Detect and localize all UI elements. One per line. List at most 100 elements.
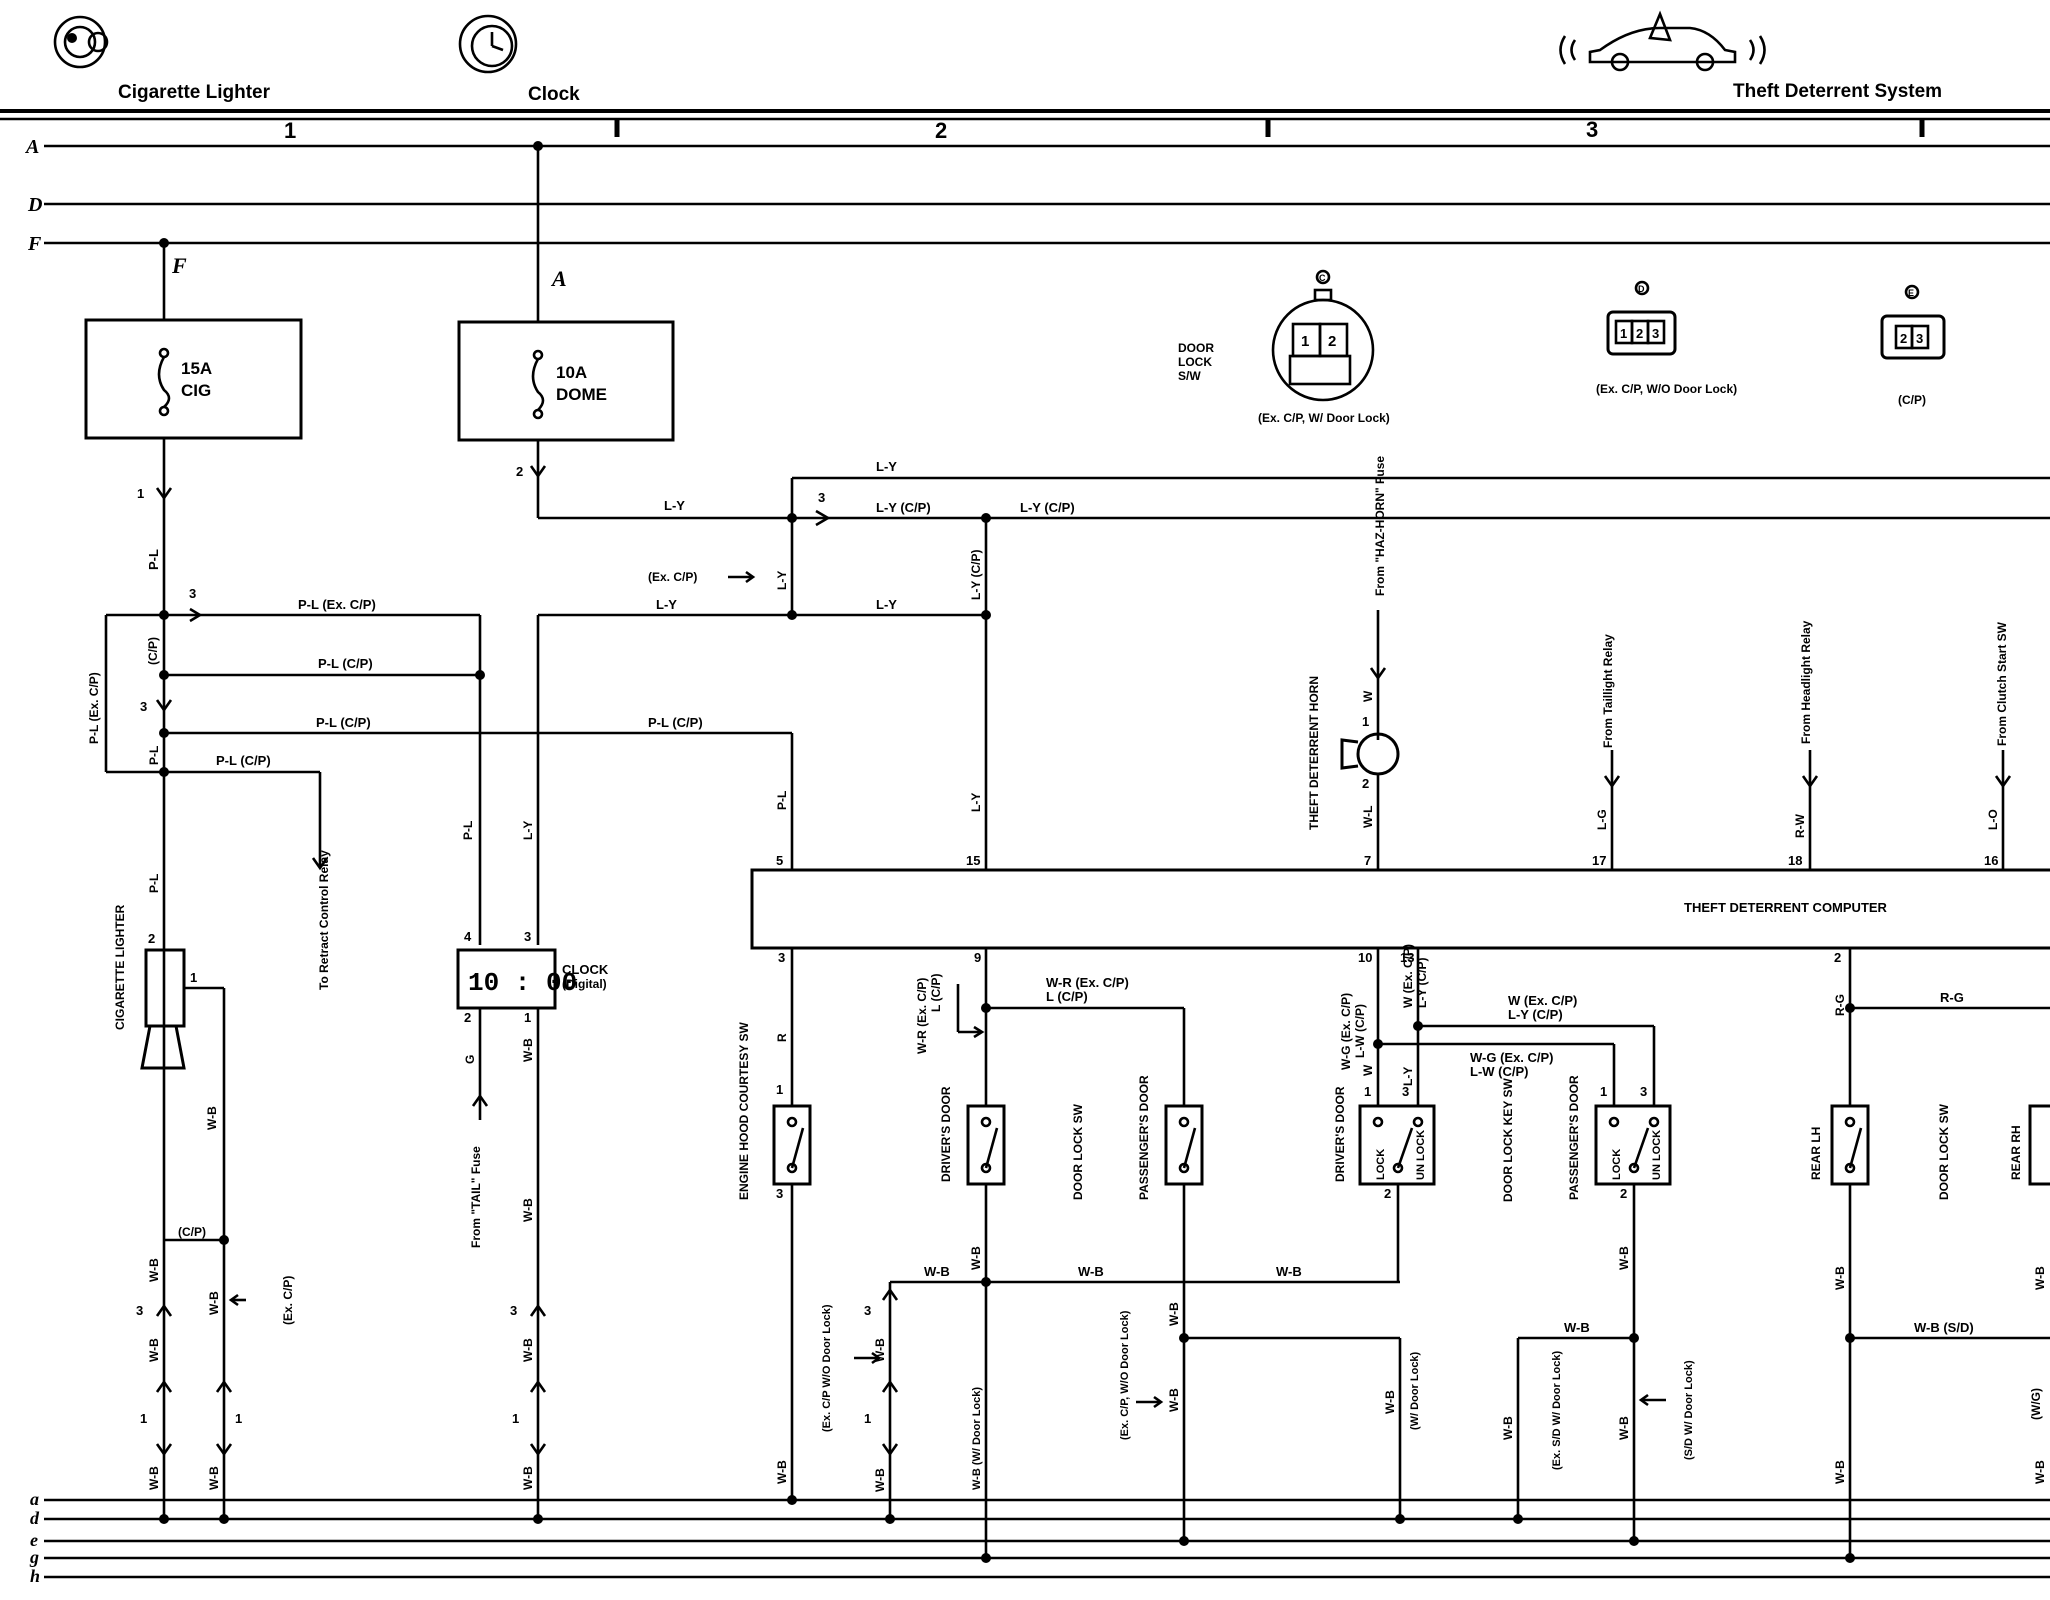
fuse-dome-name: DOME [556, 385, 607, 404]
svg-text:UN LOCK: UN LOCK [1651, 1130, 1663, 1180]
svg-text:L-O: L-O [1986, 809, 2000, 830]
connector-d-note: (Ex. C/P, W/O Door Lock) [1596, 382, 1737, 396]
bus-h-bottom-label: h [30, 1566, 40, 1586]
svg-text:(C/P): (C/P) [146, 637, 160, 665]
svg-text:2: 2 [516, 464, 523, 479]
bus-d-bottom-label: d [30, 1508, 40, 1528]
svg-text:3: 3 [1652, 326, 1659, 341]
cigarette-lighter-icon [53, 15, 109, 69]
svg-text:3: 3 [136, 1303, 143, 1318]
svg-text:L-G: L-G [1595, 809, 1609, 830]
svg-text:L-Y: L-Y [775, 571, 789, 590]
svg-text:(Ex. C/P): (Ex. C/P) [648, 570, 697, 584]
svg-text:W-B: W-B [1078, 1264, 1104, 1279]
svg-text:2: 2 [1636, 326, 1643, 341]
svg-text:L-Y (C/P): L-Y (C/P) [1508, 1007, 1563, 1022]
svg-text:2: 2 [1834, 950, 1841, 965]
svg-text:2: 2 [464, 1010, 471, 1025]
svg-text:2: 2 [1384, 1186, 1391, 1201]
svg-text:1: 1 [1301, 333, 1309, 350]
svg-text:1: 1 [1620, 326, 1627, 341]
svg-text:W-B: W-B [1276, 1264, 1302, 1279]
svg-text:P-L (C/P): P-L (C/P) [316, 715, 371, 730]
connector-c-note: (Ex. C/P, W/ Door Lock) [1258, 411, 1390, 425]
svg-text:E: E [1908, 288, 1914, 298]
svg-text:(S/D W/ Door Lock): (S/D W/ Door Lock) [1683, 1360, 1695, 1460]
svg-text:15: 15 [966, 853, 980, 868]
tail-fuse-label: From "TAIL" Fuse [469, 1146, 483, 1248]
svg-text:C: C [1319, 273, 1326, 283]
svg-text:16: 16 [1984, 853, 1998, 868]
svg-text:3: 3 [864, 1303, 871, 1318]
connector-d: D 1 2 3 [1606, 280, 1677, 356]
svg-text:P-L: P-L [147, 874, 161, 893]
bus-a-label: A [24, 136, 39, 158]
svg-text:P-L: P-L [461, 821, 475, 840]
column-3: 3 [1586, 117, 1598, 142]
svg-text:W-B: W-B [1833, 1460, 1847, 1484]
svg-text:W-B: W-B [1383, 1390, 1397, 1414]
engine-hood-label: ENGINE HOOD COURTESY SW [737, 1022, 751, 1200]
fuse-dome-box [457, 320, 675, 442]
svg-text:REAR LH: REAR LH [1809, 1127, 1823, 1180]
svg-text:DRIVER'S DOOR: DRIVER'S DOOR [939, 1086, 953, 1182]
svg-text:1: 1 [524, 1010, 531, 1025]
svg-text:L-Y (C/P): L-Y (C/P) [876, 500, 931, 515]
svg-text:L (C/P): L (C/P) [929, 974, 943, 1012]
svg-text:2: 2 [1900, 331, 1907, 346]
svg-text:DOOR LOCK SW: DOOR LOCK SW [1937, 1103, 1951, 1200]
fuse-cig-amp: 15A [181, 359, 212, 378]
fuse-cig-name: CIG [181, 381, 211, 400]
svg-text:W-G (Ex. C/P): W-G (Ex. C/P) [1339, 993, 1353, 1070]
svg-text:W-B: W-B [147, 1338, 161, 1362]
svg-text:L-Y: L-Y [1401, 1067, 1415, 1086]
svg-text:W-B: W-B [2033, 1266, 2047, 1290]
svg-text:4: 4 [464, 929, 472, 944]
fuse-dome-amp: 10A [556, 363, 587, 382]
door-lock-sw-1: DOOR LOCK SW [1071, 1103, 1085, 1200]
svg-text:W-B: W-B [1617, 1416, 1631, 1440]
svg-text:1: 1 [190, 970, 197, 985]
header-clock: Clock [528, 84, 580, 105]
svg-text:W-B: W-B [521, 1038, 535, 1062]
svg-text:L-Y: L-Y [656, 597, 677, 612]
svg-text:From Taillight Relay: From Taillight Relay [1601, 634, 1615, 748]
svg-text:W: W [1361, 690, 1375, 702]
svg-text:PASSENGER'S DOOR: PASSENGER'S DOOR [1567, 1075, 1581, 1200]
bus-g-bottom-label: g [29, 1547, 39, 1567]
svg-text:P-L (C/P): P-L (C/P) [648, 715, 703, 730]
bus-d-label: D [27, 194, 42, 216]
svg-text:3: 3 [1640, 1084, 1647, 1099]
horn-label: THEFT DETERRENT HORN [1307, 676, 1321, 830]
svg-text:W-B: W-B [207, 1291, 221, 1315]
svg-text:3: 3 [1916, 331, 1923, 346]
svg-text:R: R [775, 1033, 789, 1042]
svg-text:W-B: W-B [207, 1466, 221, 1490]
svg-text:1: 1 [137, 486, 144, 501]
svg-text:P-L (Ex. C/P): P-L (Ex. C/P) [87, 672, 101, 744]
theft-car-icon [1559, 10, 1766, 72]
svg-text:LOCK: LOCK [1611, 1149, 1623, 1180]
retract-relay-label: To Retract Control Relay [317, 850, 331, 990]
svg-text:G: G [463, 1055, 477, 1064]
svg-text:(W/ Door Lock): (W/ Door Lock) [1409, 1351, 1421, 1430]
svg-text:L-W (C/P): L-W (C/P) [1353, 1004, 1367, 1058]
svg-text:W-B: W-B [521, 1198, 535, 1222]
svg-text:W (Ex. C/P): W (Ex. C/P) [1508, 993, 1577, 1008]
svg-text:W-B: W-B [147, 1258, 161, 1282]
svg-text:W-B (W/ Door Lock): W-B (W/ Door Lock) [971, 1387, 983, 1490]
svg-text:(Ex. C/P W/O Door Lock): (Ex. C/P W/O Door Lock) [821, 1304, 833, 1432]
svg-text:W-B: W-B [1167, 1388, 1181, 1412]
svg-text:10: 10 [1358, 950, 1372, 965]
svg-text:CIGARETTE LIGHTER: CIGARETTE LIGHTER [113, 904, 127, 1030]
svg-text:W-B (S/D): W-B (S/D) [1914, 1320, 1974, 1335]
svg-text:13: 13 [1400, 950, 1414, 965]
fuse-cig-box [84, 318, 303, 440]
fuse-a-letter: A [550, 266, 567, 291]
connector-c: C 1 2 [1271, 269, 1375, 402]
svg-text:L-Y: L-Y [664, 498, 685, 513]
fuse-f-letter: F [171, 253, 187, 278]
svg-text:3: 3 [140, 699, 147, 714]
svg-text:17: 17 [1592, 853, 1606, 868]
bus-a-bottom-label: a [30, 1489, 39, 1509]
